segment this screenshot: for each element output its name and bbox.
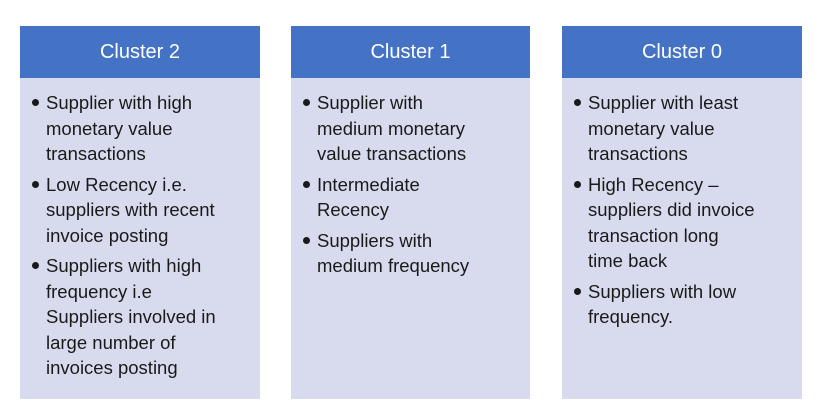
bullet-line: frequency i.e: [46, 280, 152, 302]
bullet-line: medium monetary: [317, 117, 466, 139]
bullet-line: Supplier with: [317, 92, 423, 113]
cluster-1-bullet-recency: Intermediate Recency: [303, 172, 522, 223]
bullet-line: High Recency –: [588, 173, 719, 195]
bullet-line: Suppliers with high: [46, 255, 202, 276]
cluster-1-bullet-monetary: Supplier with medium monetary value tran…: [303, 90, 522, 167]
bullet-line: large number of: [46, 331, 176, 353]
bullet-line: Recency: [317, 199, 389, 220]
cluster-1-bullet-list: Supplier with medium monetary value tran…: [291, 78, 530, 279]
bullet-line: time back: [588, 250, 668, 271]
bullet-line: suppliers did invoice: [588, 199, 755, 220]
bullet-line: Supplier with least: [588, 92, 739, 113]
bullet-line: monetary value: [588, 117, 715, 139]
bullet-line: Supplier with high: [46, 92, 193, 113]
cluster-0-bullet-monetary: Supplier with least monetary value trans…: [574, 90, 794, 167]
bullet-line: monetary value: [46, 117, 173, 139]
cluster-0-box: Cluster 0 Supplier with least monetary v…: [562, 26, 802, 399]
bullet-line: transaction long: [588, 224, 719, 246]
cluster-0-bullet-frequency: Suppliers with low frequency.: [574, 279, 794, 330]
bullet-line: Intermediate: [317, 173, 420, 195]
cluster-2-bullet-frequency: Suppliers with high frequency i.e Suppli…: [32, 253, 252, 381]
bullet-line: transactions: [588, 143, 688, 164]
cluster-2-bullet-list: Supplier with high monetary value transa…: [20, 78, 260, 381]
cluster-2-box: Cluster 2 Supplier with high monetary va…: [20, 26, 260, 399]
cluster-2-bullet-monetary: Supplier with high monetary value transa…: [32, 90, 252, 167]
bullet-line: invoice posting: [46, 224, 169, 246]
cluster-1-bullet-frequency: Suppliers with medium frequency: [303, 228, 522, 279]
cluster-2-bullet-recency: Low Recency i.e. suppliers with recent i…: [32, 172, 252, 249]
bullet-line: Suppliers involved in: [46, 306, 216, 327]
bullet-line: transactions: [46, 143, 146, 164]
bullet-line: invoices posting: [46, 357, 178, 378]
cluster-2-title: Cluster 2: [20, 26, 260, 78]
bullet-line: Suppliers with low: [588, 280, 737, 302]
cluster-1-box: Cluster 1 Supplier with medium monetary …: [291, 26, 530, 399]
bullet-line: Suppliers with: [317, 229, 433, 251]
cluster-0-bullet-recency: High Recency – suppliers did invoice tra…: [574, 172, 794, 274]
bullet-line: suppliers with recent: [46, 199, 215, 220]
bullet-line: value transactions: [317, 143, 467, 164]
bullet-line: frequency.: [588, 306, 674, 327]
cluster-0-title: Cluster 0: [562, 26, 802, 78]
bullet-line: medium frequency: [317, 255, 470, 276]
cluster-0-bullet-list: Supplier with least monetary value trans…: [562, 78, 802, 330]
cluster-1-title: Cluster 1: [291, 26, 530, 78]
bullet-line: Low Recency i.e.: [46, 173, 187, 195]
